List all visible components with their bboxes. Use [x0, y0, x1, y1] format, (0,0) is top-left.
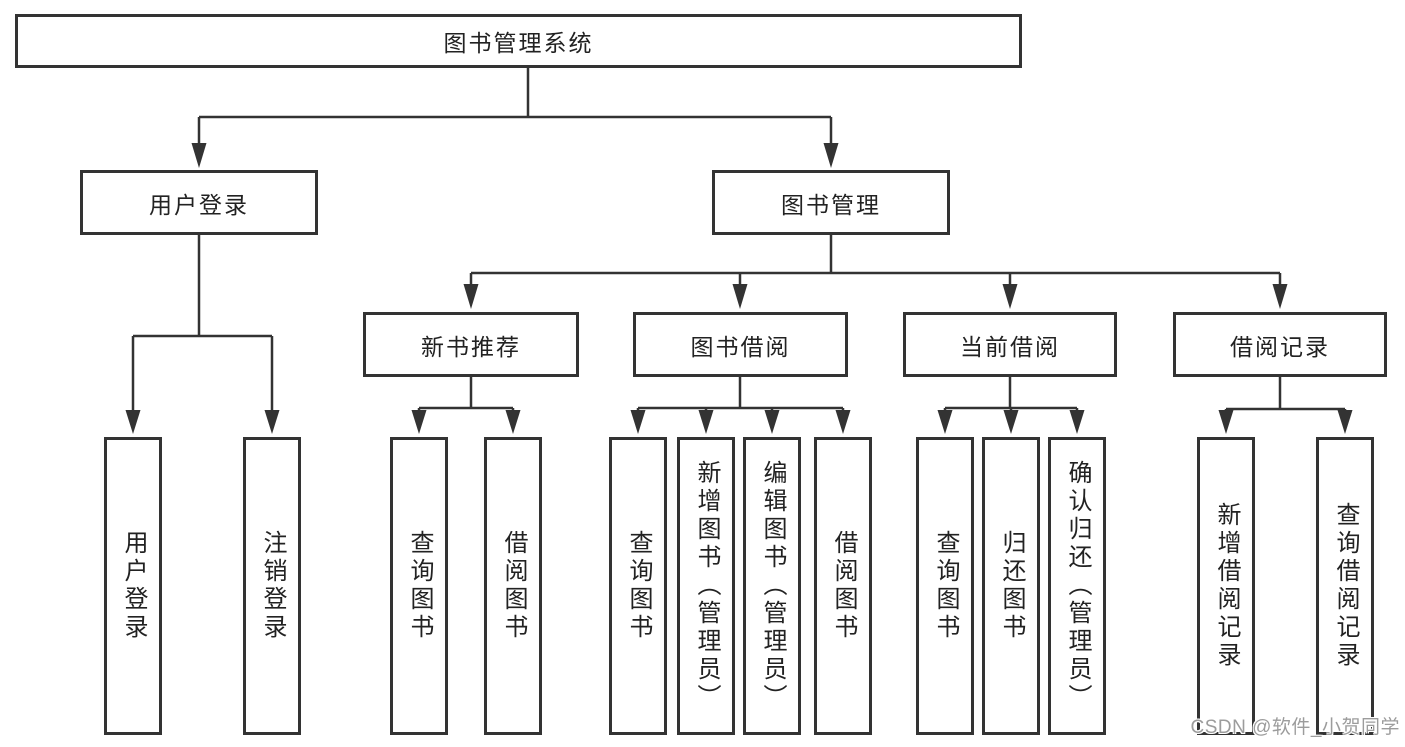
arrowheads [125, 143, 1353, 434]
leaf-label: 查询图书 [406, 530, 433, 642]
node-new-book-recommend: 新书推荐 [363, 312, 579, 377]
connector-book-borrow-branch [636, 377, 845, 412]
node-label: 图书借阅 [690, 333, 791, 360]
connector-user-login-branch [131, 235, 274, 412]
leaf-label: 编辑图书（管理员） [759, 460, 786, 712]
leaf-user-login: 用户登录 [104, 437, 162, 735]
leaf-edit-book-admin: 编辑图书（管理员） [743, 437, 801, 735]
leaf-newbook-borrow-book: 借阅图书 [484, 437, 542, 735]
node-user-login: 用户登录 [80, 170, 318, 235]
leaf-logout: 注销登录 [243, 437, 301, 735]
leaf-confirm-return-admin: 确认归还（管理员） [1048, 437, 1106, 735]
leaf-current-query-book: 查询图书 [916, 437, 974, 735]
node-label: 用户登录 [149, 191, 249, 218]
leaf-add-book-admin: 新增图书（管理员） [677, 437, 735, 735]
leaf-return-book: 归还图书 [982, 437, 1040, 735]
leaf-borrow-query-book: 查询图书 [609, 437, 667, 735]
node-label: 图书管理 [781, 191, 881, 218]
leaf-label: 用户登录 [120, 530, 147, 642]
leaf-label: 注销登录 [259, 530, 286, 642]
node-borrow-records: 借阅记录 [1173, 312, 1387, 377]
csdn-watermark: CSDN @软件_小贺同学 [1190, 717, 1400, 738]
node-label: 新书推荐 [421, 333, 521, 360]
leaf-label: 确认归还（管理员） [1064, 460, 1091, 712]
leaf-label: 借阅图书 [830, 530, 857, 642]
leaf-label: 查询图书 [932, 530, 959, 642]
connector-book-management-branch [469, 235, 1282, 287]
leaf-add-borrow-record: 新增借阅记录 [1197, 437, 1255, 735]
leaf-label: 查询图书 [625, 530, 652, 642]
leaf-label: 借阅图书 [500, 530, 527, 642]
leaf-label: 新增借阅记录 [1213, 502, 1240, 670]
node-current-borrow: 当前借阅 [903, 312, 1117, 377]
leaf-label: 新增图书（管理员） [693, 460, 720, 712]
leaf-borrow-borrow-book: 借阅图书 [814, 437, 872, 735]
connector-current-borrow-branch [943, 377, 1079, 412]
leaf-newbook-query-book: 查询图书 [390, 437, 448, 735]
leaf-label: 查询借阅记录 [1332, 502, 1359, 670]
node-label: 图书管理系统 [443, 30, 594, 56]
leaf-label: 归还图书 [998, 530, 1025, 642]
node-root-system: 图书管理系统 [15, 14, 1022, 68]
node-label: 当前借阅 [960, 333, 1060, 360]
leaf-query-borrow-record: 查询借阅记录 [1316, 437, 1374, 735]
connector-root-to-level2 [197, 68, 833, 145]
node-book-management: 图书管理 [712, 170, 950, 235]
node-book-borrow: 图书借阅 [633, 312, 848, 377]
node-label: 借阅记录 [1230, 333, 1330, 360]
connector-new-book-branch [417, 377, 515, 412]
connector-borrow-records-branch [1224, 377, 1347, 412]
